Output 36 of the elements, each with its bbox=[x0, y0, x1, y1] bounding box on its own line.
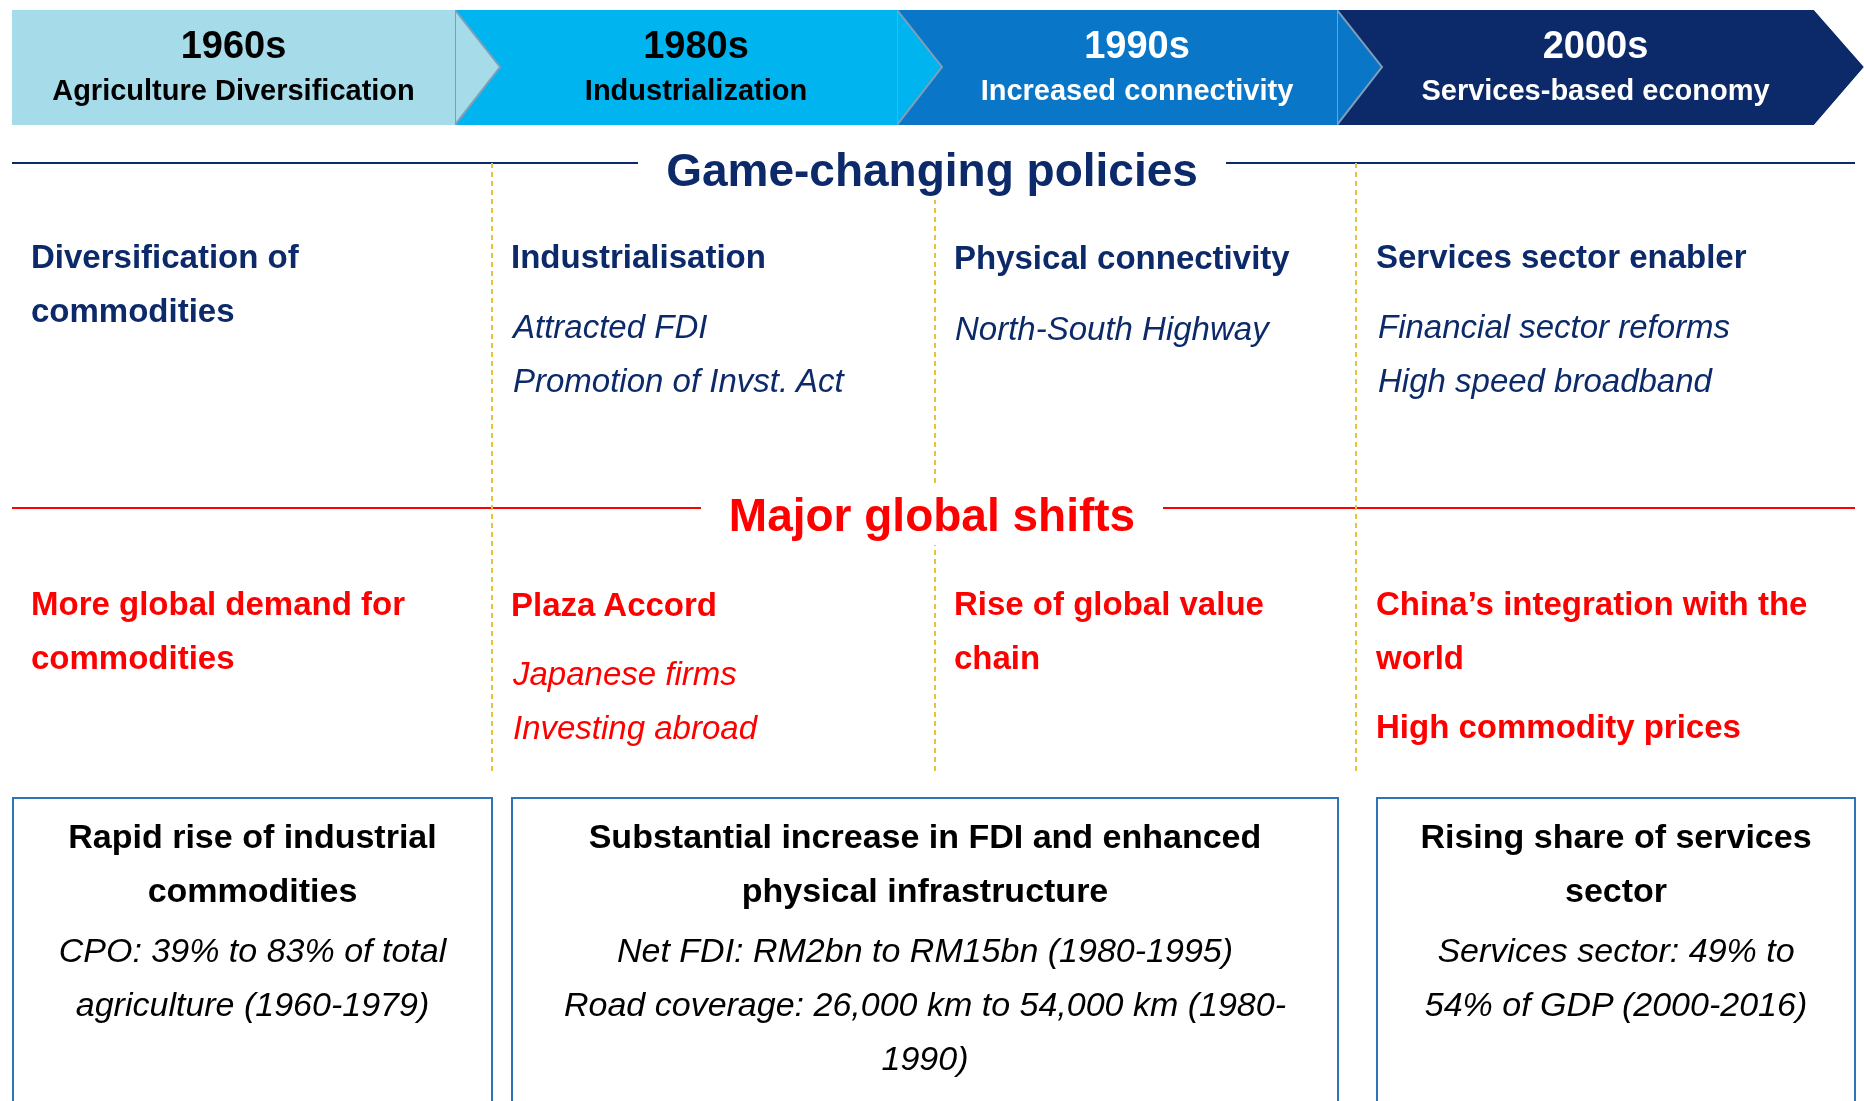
chevron-banner bbox=[1337, 10, 1864, 125]
box-body-text: Road coverage: 26,000 km to 54,000 km (1980-1990) bbox=[563, 984, 1287, 1079]
column-item: Financial sector reforms bbox=[1378, 307, 1731, 347]
outcome-box bbox=[12, 797, 493, 1101]
column-item: North-South Highway bbox=[955, 309, 1269, 349]
era-label: Industrialization bbox=[583, 74, 809, 107]
column-heading: Rise of global value chain bbox=[954, 584, 1265, 678]
box-body-text: CPO: 39% to 83% of total agriculture (1960-1979) bbox=[57, 930, 448, 1025]
era-label: Agriculture Diversification bbox=[51, 74, 416, 107]
column-item: Promotion of Invst. Act bbox=[513, 361, 844, 401]
column-heading: Industrialisation bbox=[511, 237, 766, 277]
column-heading: Physical connectivity bbox=[954, 238, 1290, 278]
box-heading: Rising share of services sector bbox=[1419, 816, 1813, 911]
box-body-text: Net FDI: RM2bn to RM15bn (1980-1995) bbox=[615, 930, 1235, 971]
column-item: Investing abroad bbox=[513, 708, 757, 748]
outcome-box bbox=[511, 797, 1339, 1101]
column-heading: High commodity prices bbox=[1376, 707, 1741, 747]
column-item: Attracted FDI bbox=[513, 307, 708, 347]
column-heading: Services sector enabler bbox=[1376, 237, 1747, 277]
box-heading: Rapid rise of industrial commodities bbox=[67, 816, 438, 911]
column-heading: Diversification of commodities bbox=[31, 237, 300, 331]
column-heading: China’s integration with the world bbox=[1376, 584, 1809, 678]
column-heading: Plaza Accord bbox=[511, 585, 718, 625]
column-item: Japanese firms bbox=[513, 654, 737, 694]
decade-label: 1990s bbox=[1083, 24, 1191, 67]
column-item: High speed broadband bbox=[1378, 361, 1712, 401]
decade-label: 2000s bbox=[1541, 24, 1650, 67]
column-heading: More global demand for commodities bbox=[31, 584, 407, 678]
box-heading: Substantial increase in FDI and enhanced physical infrastructure bbox=[587, 816, 1263, 911]
section-heading: Major global shifts bbox=[700, 485, 1164, 545]
outcome-box bbox=[1376, 797, 1856, 1101]
era-label: Increased connectivity bbox=[979, 74, 1295, 107]
era-label: Services-based economy bbox=[1420, 74, 1771, 107]
decade-label: 1960s bbox=[179, 24, 288, 67]
decade-label: 1980s bbox=[642, 24, 750, 67]
box-body-text: Services sector: 49% to 54% of GDP (2000-2016) bbox=[1423, 930, 1809, 1025]
